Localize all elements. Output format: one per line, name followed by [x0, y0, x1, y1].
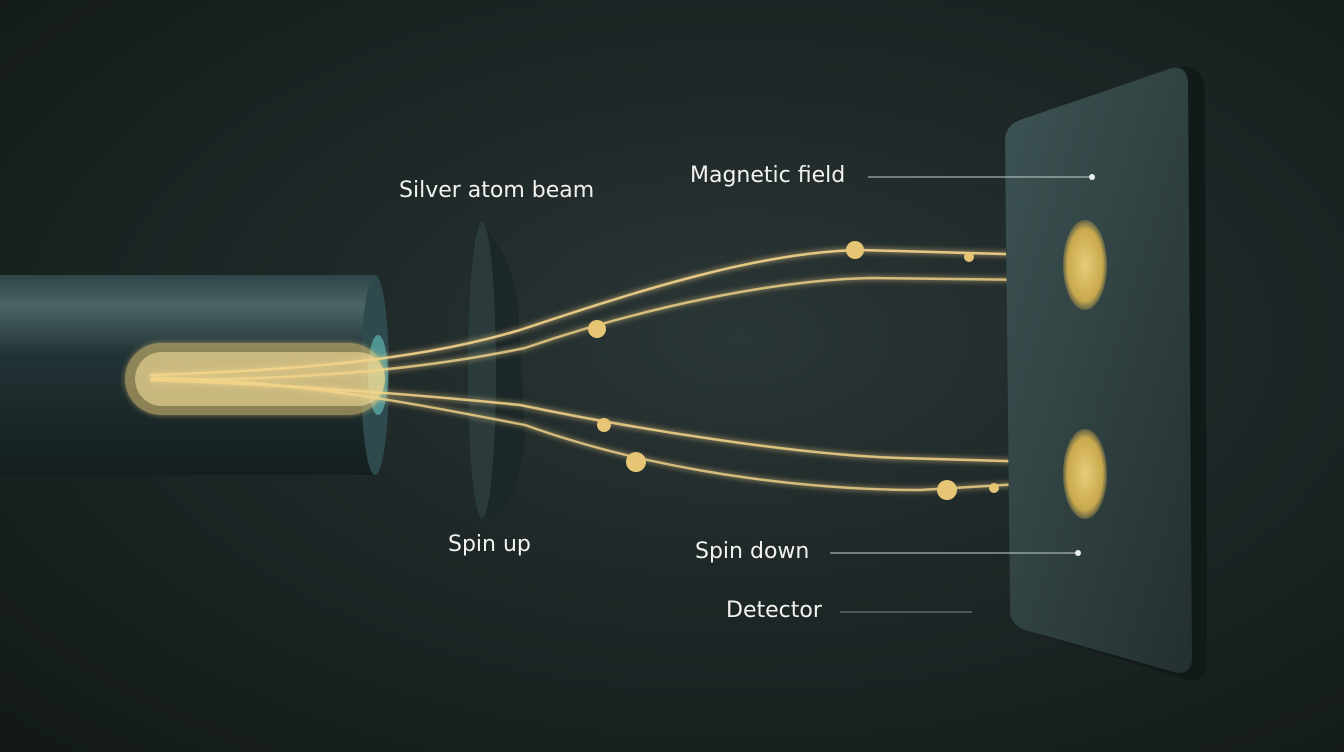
- label-spin-down: Spin down: [695, 539, 810, 564]
- label-detector: Detector: [726, 598, 822, 623]
- particle: [588, 320, 606, 338]
- label-magnetic-field: Magnetic field: [690, 163, 846, 188]
- collimator-disc: [468, 222, 525, 520]
- magnetic-field-dot: [1089, 174, 1095, 180]
- beam-path: [149, 248, 1041, 377]
- beam-path: [149, 376, 1021, 492]
- particle: [989, 483, 999, 493]
- particle: [846, 241, 864, 259]
- label-spin-up: Spin up: [448, 532, 531, 557]
- detector-plate: [1005, 66, 1207, 681]
- label-silver-atom-beam: Silver atom beam: [399, 178, 595, 203]
- particle: [937, 480, 957, 500]
- spin-down-dot: [1075, 550, 1081, 556]
- atom-beams: [149, 248, 1041, 492]
- spin-down-spot: [1063, 429, 1107, 519]
- atom-particles: [588, 241, 1042, 500]
- particle: [597, 418, 611, 432]
- beam-path: [149, 276, 1041, 382]
- particle: [964, 252, 974, 262]
- spin-up-spot: [1063, 220, 1107, 310]
- particle: [626, 452, 646, 472]
